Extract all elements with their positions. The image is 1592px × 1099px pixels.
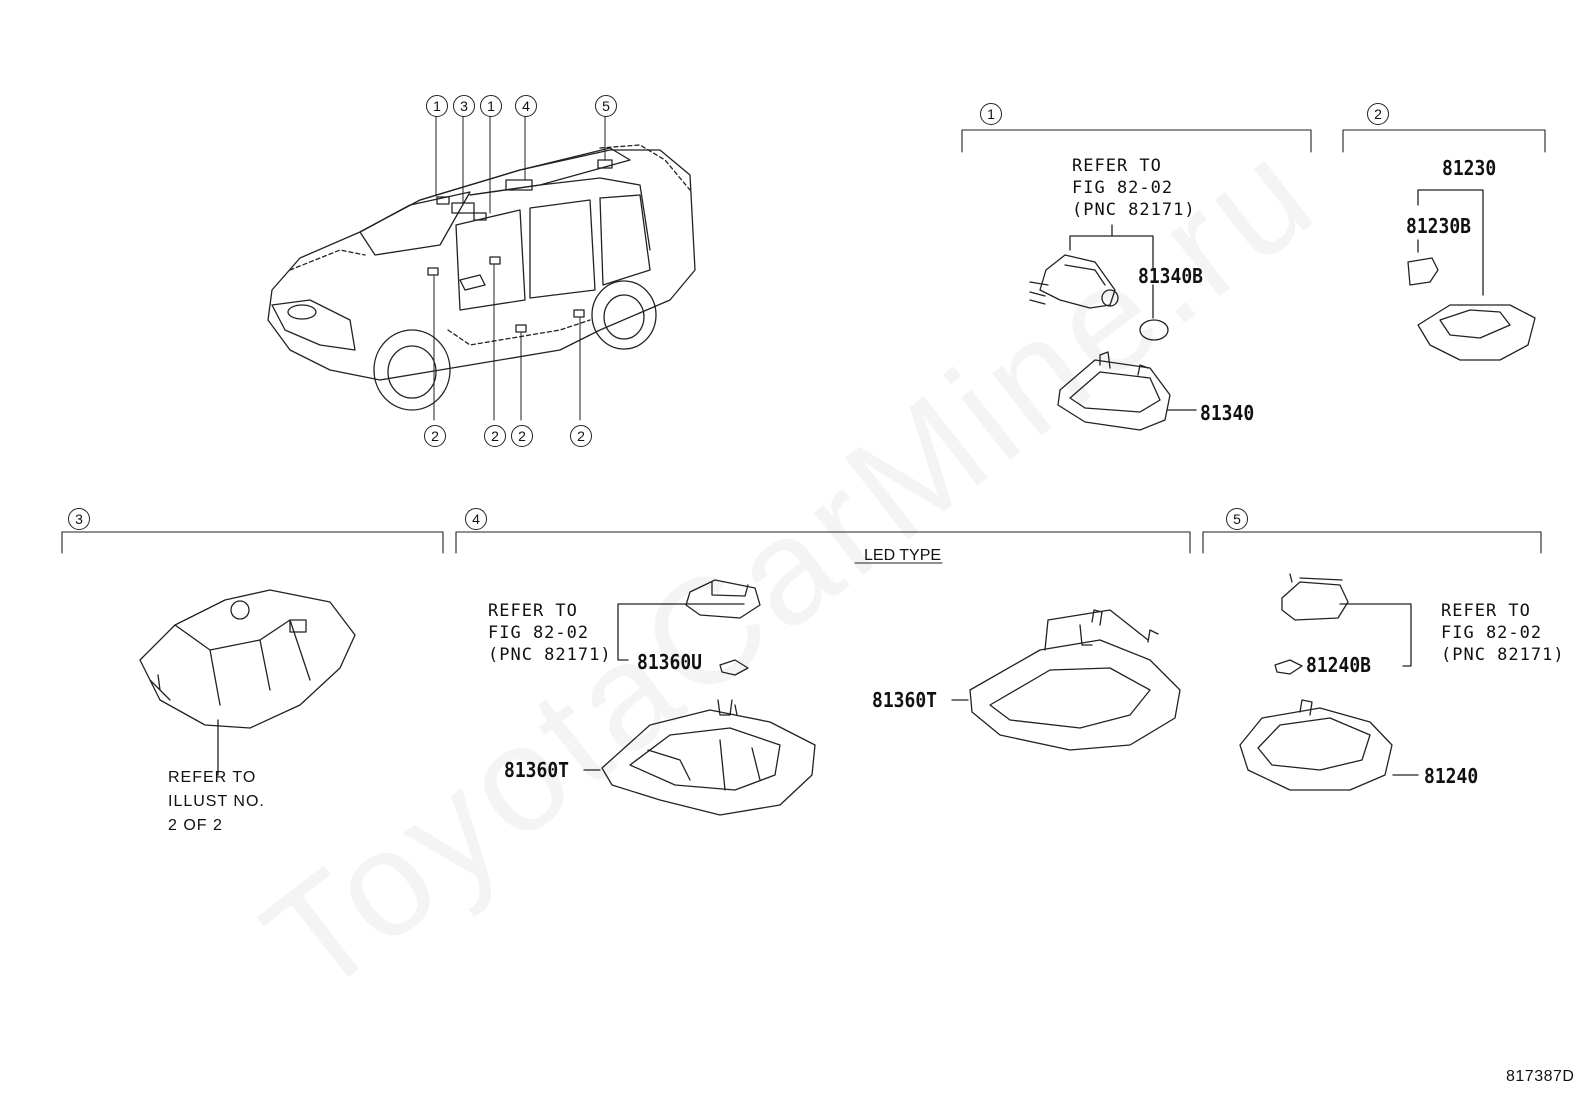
callout-2-b: 2: [484, 425, 506, 447]
section4-refer-line1: REFER TO: [488, 601, 578, 621]
section-brackets: [61, 129, 1546, 564]
section3-callout: 3: [68, 508, 90, 530]
section4-refer-line2: FIG 82-02: [488, 623, 590, 643]
section5-refer-line2: FIG 82-02: [1441, 623, 1543, 643]
section1-refer-line1: REFER TO: [1072, 156, 1162, 176]
callout-1-a: 1: [426, 95, 448, 117]
part-number-81340B: 81340B: [1138, 264, 1204, 288]
section3-refer-line3: 2 OF 2: [168, 817, 223, 834]
part-number-81360U: 81360U: [637, 650, 703, 674]
section1-callout: 1: [980, 103, 1002, 125]
part-number-81240: 81240: [1424, 764, 1479, 788]
vehicle-leaders: [433, 114, 606, 421]
figure-code: 817387D: [1506, 1068, 1575, 1085]
part-number-81340: 81340: [1200, 401, 1255, 425]
section1-drawing: [1029, 224, 1197, 431]
section5-callout: 5: [1226, 508, 1248, 530]
part-number-81360T-right: 81360T: [872, 688, 938, 712]
section2-callout: 2: [1367, 103, 1389, 125]
callout-1-b: 1: [480, 95, 502, 117]
section1-refer-line2: FIG 82-02: [1072, 178, 1174, 198]
part-number-81230: 81230: [1442, 156, 1497, 180]
callout-5: 5: [595, 95, 617, 117]
callout-3: 3: [453, 95, 475, 117]
part-number-81360T-left: 81360T: [504, 758, 570, 782]
section3-drawing: [139, 589, 356, 776]
callout-4: 4: [515, 95, 537, 117]
callout-2-c: 2: [511, 425, 533, 447]
part-number-81230B: 81230B: [1406, 214, 1472, 238]
section3-refer-line1: REFER TO: [168, 769, 257, 786]
section1-refer-line3: (PNC 82171): [1072, 200, 1196, 220]
callout-2-d: 2: [570, 425, 592, 447]
part-number-81240B: 81240B: [1306, 653, 1372, 677]
section4-callout: 4: [465, 508, 487, 530]
callout-2-a: 2: [424, 425, 446, 447]
section4-refer-line3: (PNC 82171): [488, 645, 612, 665]
section5-drawing: [1239, 573, 1419, 791]
led-type-label: LED TYPE: [864, 547, 942, 564]
section2-drawing: [1407, 189, 1536, 361]
section5-refer-line3: (PNC 82171): [1441, 645, 1565, 665]
section5-refer-line1: REFER TO: [1441, 601, 1531, 621]
section3-refer-line2: ILLUST NO.: [168, 793, 265, 810]
vehicle-illustration: [267, 144, 696, 411]
section4-drawing: [583, 579, 1181, 816]
